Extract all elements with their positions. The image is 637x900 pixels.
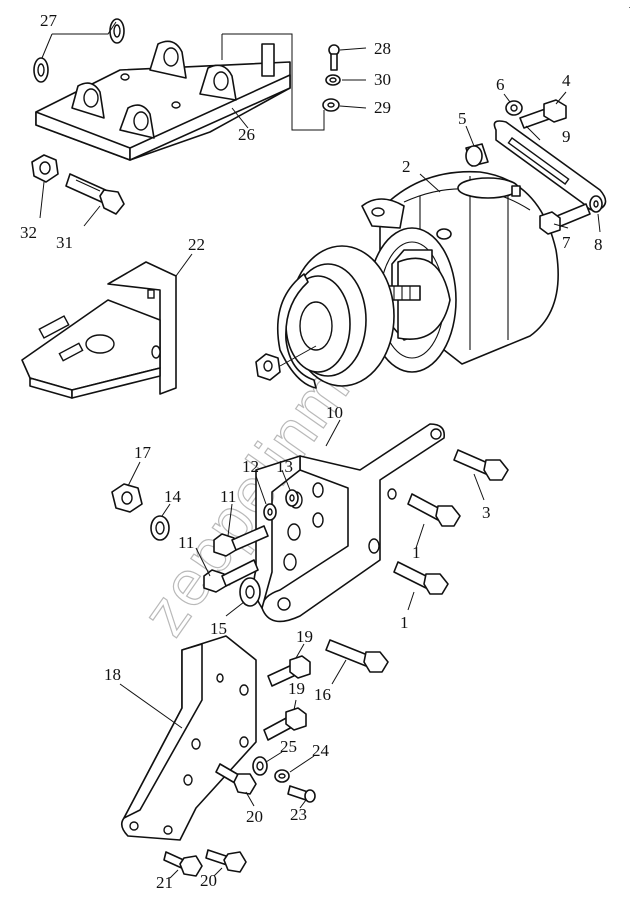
bolt-1 [407, 493, 461, 527]
washer-6 [505, 100, 523, 116]
corner-mark: · [628, 2, 631, 12]
bolt-1 [393, 561, 449, 595]
callout-20: 20 [200, 871, 217, 890]
callout-31: 31 [56, 233, 73, 252]
bolt-16 [325, 639, 389, 673]
callout-3: 3 [482, 503, 491, 522]
bolt-3 [453, 449, 509, 481]
bolt-19 [263, 707, 307, 741]
callout-22: 22 [188, 235, 205, 254]
callout-15: 15 [210, 619, 227, 638]
bolt-4 [519, 99, 567, 129]
spacer-5 [465, 143, 489, 167]
callout-28: 28 [374, 39, 391, 58]
alternator [255, 170, 559, 389]
bracket [21, 261, 177, 399]
callout-23: 23 [290, 805, 307, 824]
callout-5: 5 [458, 109, 467, 128]
callout-10: 10 [326, 403, 343, 422]
support-bracket [120, 635, 257, 841]
callout-24: 24 [312, 741, 330, 760]
callout-27: 27 [40, 11, 58, 30]
callout-1: 1 [412, 543, 421, 562]
callout-20: 20 [246, 807, 263, 826]
alternator-bracket [253, 423, 446, 623]
callout-16: 16 [314, 685, 331, 704]
callout-26: 26 [238, 125, 255, 144]
washer-14 [150, 515, 170, 541]
callout-2: 2 [402, 157, 411, 176]
bolt-11 [213, 525, 269, 557]
bolt-20 [205, 849, 247, 873]
callout-14: 14 [164, 487, 182, 506]
nut-32 [31, 154, 59, 183]
washer-12 [263, 503, 277, 521]
screw-28 [328, 44, 340, 71]
callout-13: 13 [276, 457, 293, 476]
callout-18: 18 [104, 665, 121, 684]
callout-9: 9 [562, 127, 571, 146]
bolt-19 [267, 655, 311, 687]
callout-19: 19 [296, 627, 313, 646]
callout-1: 1 [400, 613, 409, 632]
spring-washer-24 [274, 769, 290, 783]
bolt-31 [65, 173, 125, 215]
callouts: 27 26 28 30 29 6 4 5 9 2 7 8 32 31 22 10… [20, 11, 603, 892]
callout-11: 11 [220, 487, 236, 506]
nut-17 [111, 483, 143, 513]
washer-8 [589, 195, 603, 213]
callout-21: 21 [156, 873, 173, 892]
bolt-23 [287, 785, 316, 803]
bolt-11 [203, 559, 259, 593]
callout-17: 17 [134, 443, 152, 462]
mounting-plate [35, 40, 291, 161]
callout-11: 11 [178, 533, 194, 552]
callout-19: 19 [288, 679, 305, 698]
washer-29 [322, 98, 340, 112]
bolt-7 [539, 203, 591, 235]
tension-strap [493, 120, 607, 212]
washer-15 [239, 577, 261, 607]
bolt-20 [215, 763, 257, 795]
leader-lines [39, 21, 601, 879]
spring-washer-30 [325, 74, 341, 86]
callout-25: 25 [280, 737, 297, 756]
callout-6: 6 [496, 75, 505, 94]
bolt-21 [163, 851, 203, 877]
callout-8: 8 [594, 235, 603, 254]
callout-32: 32 [20, 223, 37, 242]
callout-30: 30 [374, 70, 391, 89]
washer-13 [285, 489, 299, 507]
washer-25 [252, 756, 268, 776]
callout-12: 12 [242, 457, 259, 476]
callout-29: 29 [374, 98, 391, 117]
callout-7: 7 [562, 233, 571, 252]
callout-4: 4 [562, 71, 571, 90]
